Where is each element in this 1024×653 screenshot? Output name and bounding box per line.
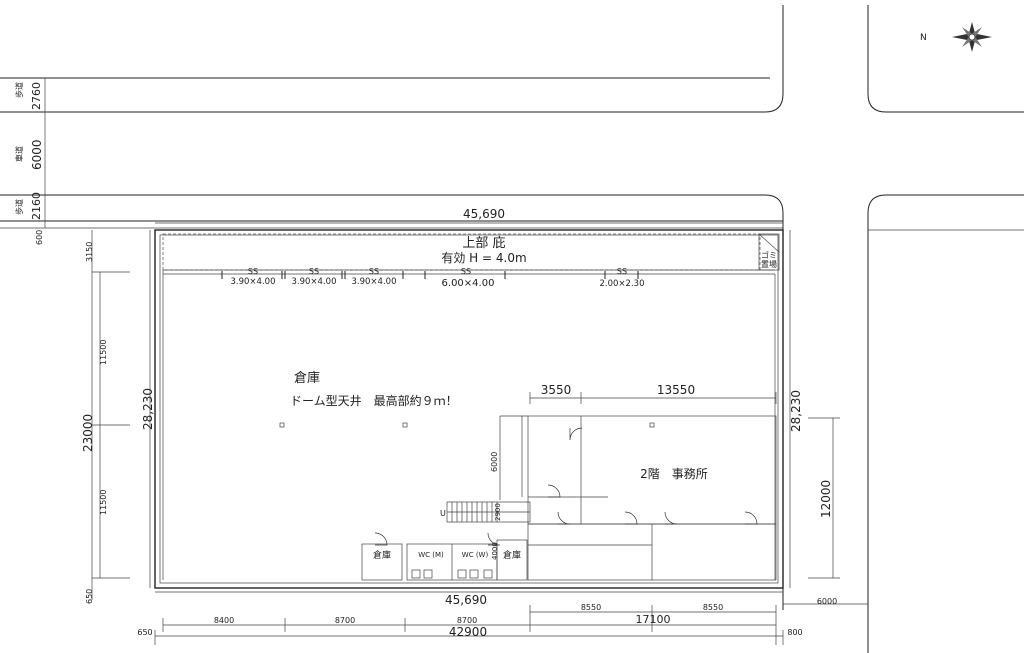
- dimension-lines: [91, 222, 840, 645]
- warehouse-note: ドーム型天井 最高部約９ｍ！: [290, 393, 458, 408]
- office-dim-right: 13550: [657, 383, 695, 397]
- dim-bottom-8400: 8400: [214, 616, 234, 625]
- shutter-5-label: SS: [617, 267, 627, 276]
- dim-bottom-total: 45,690: [445, 593, 487, 607]
- dim-bottom-650: 650: [137, 628, 152, 637]
- dim-2900: 2900: [494, 503, 502, 521]
- sidewalk-top-width: 2760: [30, 82, 43, 110]
- dim-left-11500-lower: 11500: [99, 490, 108, 515]
- stair-up-label: U: [440, 509, 446, 518]
- roadway-label: 車道: [14, 146, 24, 162]
- dim-right-12000: 12000: [819, 480, 833, 518]
- road-lines: [0, 5, 1024, 653]
- dim-bottom-800: 800: [787, 628, 802, 637]
- canopy-title: 上部 庇: [462, 236, 505, 251]
- door-swings: [374, 427, 758, 546]
- roadway-width: 6000: [30, 139, 44, 170]
- office-block: [499, 415, 777, 581]
- garbage-area-line1: ゴミ: [761, 250, 777, 260]
- store-left-label: 倉庫: [373, 549, 391, 561]
- garbage-area-line2: 置場: [761, 259, 777, 269]
- shutter-2-label: SS: [309, 267, 319, 276]
- dim-left-650: 650: [85, 589, 94, 604]
- dim-top-total: 45,690: [463, 207, 505, 221]
- compass-rose-icon: [952, 22, 992, 52]
- shutter-4-size: 6.00×4.00: [442, 278, 495, 289]
- dim-right-total: 28,230: [789, 390, 803, 432]
- dim-4000: 4000: [491, 542, 499, 560]
- dim-right-6000: 6000: [817, 597, 837, 606]
- shutter-5-size: 2.00×2.30: [600, 279, 645, 289]
- dim-left-11500-upper: 11500: [99, 340, 108, 365]
- sidewalk-bottom-width: 2160: [30, 192, 43, 220]
- dim-bottom-8700-a: 8700: [335, 616, 355, 625]
- shutter-openings: [221, 271, 639, 279]
- shutter-3-size: 3.90×4.00: [352, 277, 397, 287]
- warehouse-name: 倉庫: [294, 371, 320, 386]
- shutter-1-size: 3.90×4.00: [231, 277, 276, 287]
- sidewalk-bottom-label: 歩道: [14, 199, 24, 215]
- shutter-4-label: SS: [461, 267, 471, 276]
- garbage-area: [758, 233, 780, 271]
- store-right-label: 倉庫: [503, 549, 521, 561]
- dim-left-23000: 23000: [81, 414, 95, 452]
- wc-w-label: WC (W): [462, 551, 489, 559]
- dim-left-total: 28,230: [141, 388, 155, 430]
- shutter-1-label: SS: [248, 267, 258, 276]
- small-rooms: [361, 539, 528, 581]
- canopy-clear-height: 有効 H = 4.0m: [441, 250, 526, 265]
- north-label: N: [920, 33, 927, 43]
- dim-bottom-17100: 17100: [636, 613, 671, 626]
- dim-bottom-8550-a: 8550: [581, 603, 601, 612]
- building-walls: [154, 229, 784, 589]
- dim-bottom-8700-b: 8700: [457, 616, 477, 625]
- shutter-2-size: 3.90×4.00: [292, 277, 337, 287]
- office-dim-left: 3550: [541, 383, 572, 397]
- shutter-3-label: SS: [369, 267, 379, 276]
- sidewalk-top-label: 歩道: [14, 82, 24, 98]
- office-dim-height: 6000: [490, 452, 499, 472]
- column-markers: [279, 422, 655, 428]
- left-offset-600: 600: [35, 230, 44, 245]
- dim-left-3150: 3150: [85, 242, 94, 262]
- dim-bottom-8550-b: 8550: [703, 603, 723, 612]
- stair: [446, 501, 531, 523]
- wc-m-label: WC (M): [418, 551, 444, 559]
- dim-bottom-42900: 42900: [449, 625, 487, 639]
- office-label: 2階 事務所: [640, 466, 708, 481]
